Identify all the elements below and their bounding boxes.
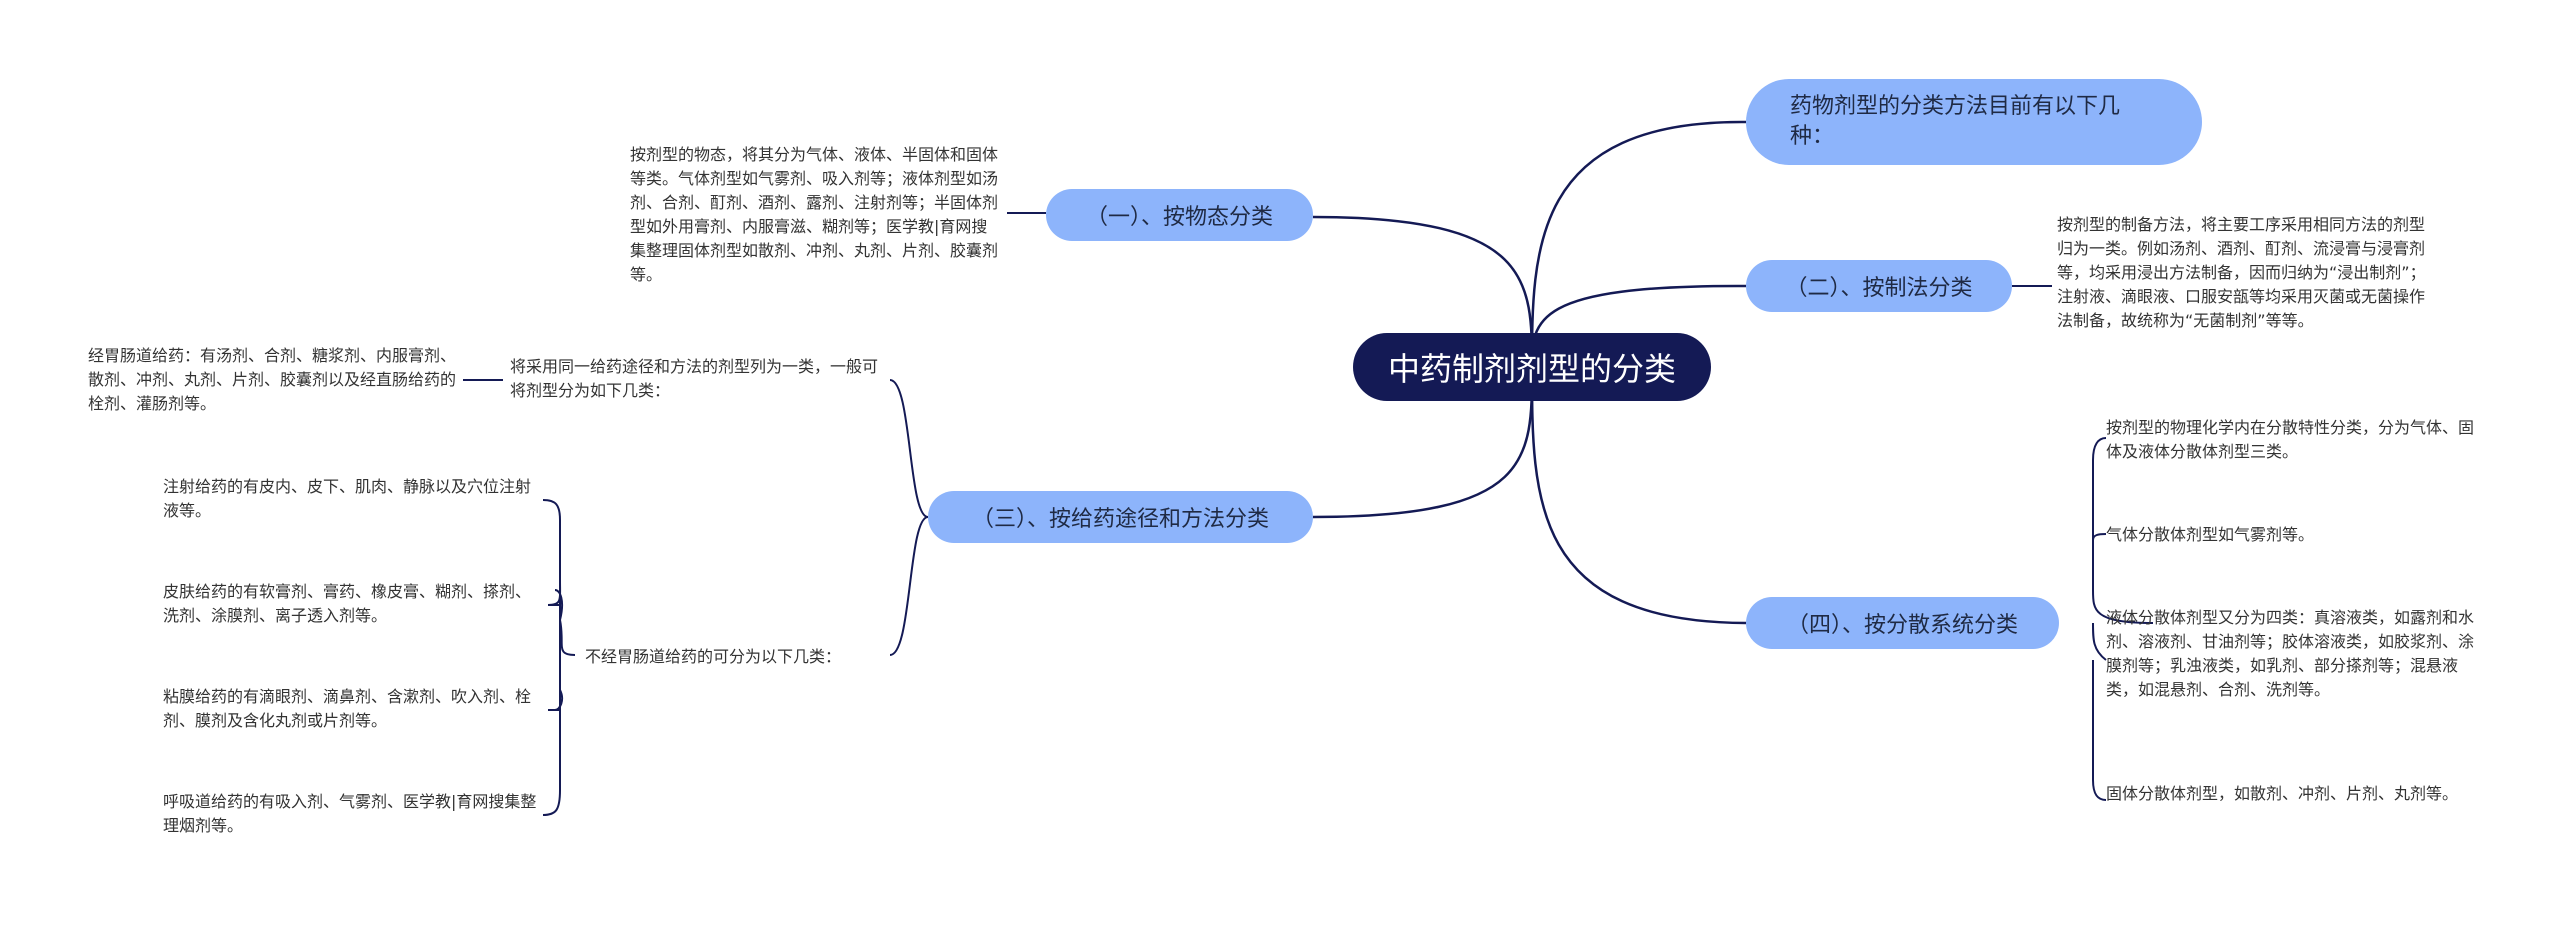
root-node[interactable]: 中药制剂剂型的分类 [1353, 333, 1711, 401]
link-root-b4 [1530, 367, 1747, 625]
dispersion-leaf-liquid: 液体分散体剂型又分为四类：真溶液类，如露剂和水剂、溶液剂、甘油剂等；胶体溶液类，… [2106, 608, 2475, 699]
route-sub-non-gi: 不经胃肠道给药的可分为以下几类： [585, 647, 842, 666]
branch-by-route[interactable]: （三）、按给药途径和方法分类 [928, 491, 1313, 543]
link-b4-leaves [2092, 437, 2154, 801]
dispersion-leaf-solid: 固体分散体剂型，如散剂、冲剂、片剂、丸剂等。 [2106, 784, 2459, 803]
by-preparation-detail: 按剂型的制备方法，将主要工序采用相同方法的剂型归为一类。例如汤剂、酒剂、酊剂、流… [2057, 215, 2426, 330]
branch-by-dispersion[interactable]: （四）、按分散系统分类 [1746, 597, 2059, 649]
dispersion-leaf-gas: 气体分散体剂型如气雾剂等。 [2106, 525, 2315, 544]
branch-intro[interactable]: 药物剂型的分类方法目前有以下几种： [1746, 79, 2202, 165]
route-leaf-mucosa: 粘膜给药的有滴眼剂、滴鼻剂、含漱剂、吹入剂、栓剂、膜剂及含化丸剂或片剂等。 [163, 687, 532, 730]
route-leaf-skin: 皮肤给药的有软膏剂、膏药、橡皮膏、糊剂、搽剂、洗剂、涂膜剂、离子透入剂等。 [163, 582, 532, 625]
link-b3-sub2 [889, 516, 929, 656]
by-state-detail: 按剂型的物态，将其分为气体、液体、半固体和固体等类。气体剂型如气雾剂、吸入剂等；… [630, 145, 999, 284]
link-root-intro [1530, 120, 1747, 369]
branch-by-state[interactable]: （一）、按物态分类 [1046, 189, 1313, 241]
branch-by-preparation[interactable]: （二）、按制法分类 [1746, 260, 2012, 312]
route-leaf-gi: 经胃肠道给药：有汤剂、合剂、糖浆剂、内服膏剂、散剂、冲剂、丸剂、片剂、胶囊剂以及… [88, 346, 457, 413]
dispersion-leaf-intro: 按剂型的物理化学内在分散特性分类，分为气体、固体及液体分散体剂型三类。 [2106, 418, 2475, 461]
route-sub-same-route: 将采用同一给药途径和方法的剂型列为一类，一般可将剂型分为如下几类： [510, 357, 879, 400]
link-root-b3 [1312, 367, 1534, 519]
route-leaf-respiratory: 呼吸道给药的有吸入剂、气雾剂、医学教|育网搜集整理烟剂等。 [163, 792, 537, 835]
link-b3-sub1 [889, 379, 929, 518]
route-leaf-injection: 注射给药的有皮内、皮下、肌肉、静脉以及穴位注射液等。 [163, 477, 532, 520]
